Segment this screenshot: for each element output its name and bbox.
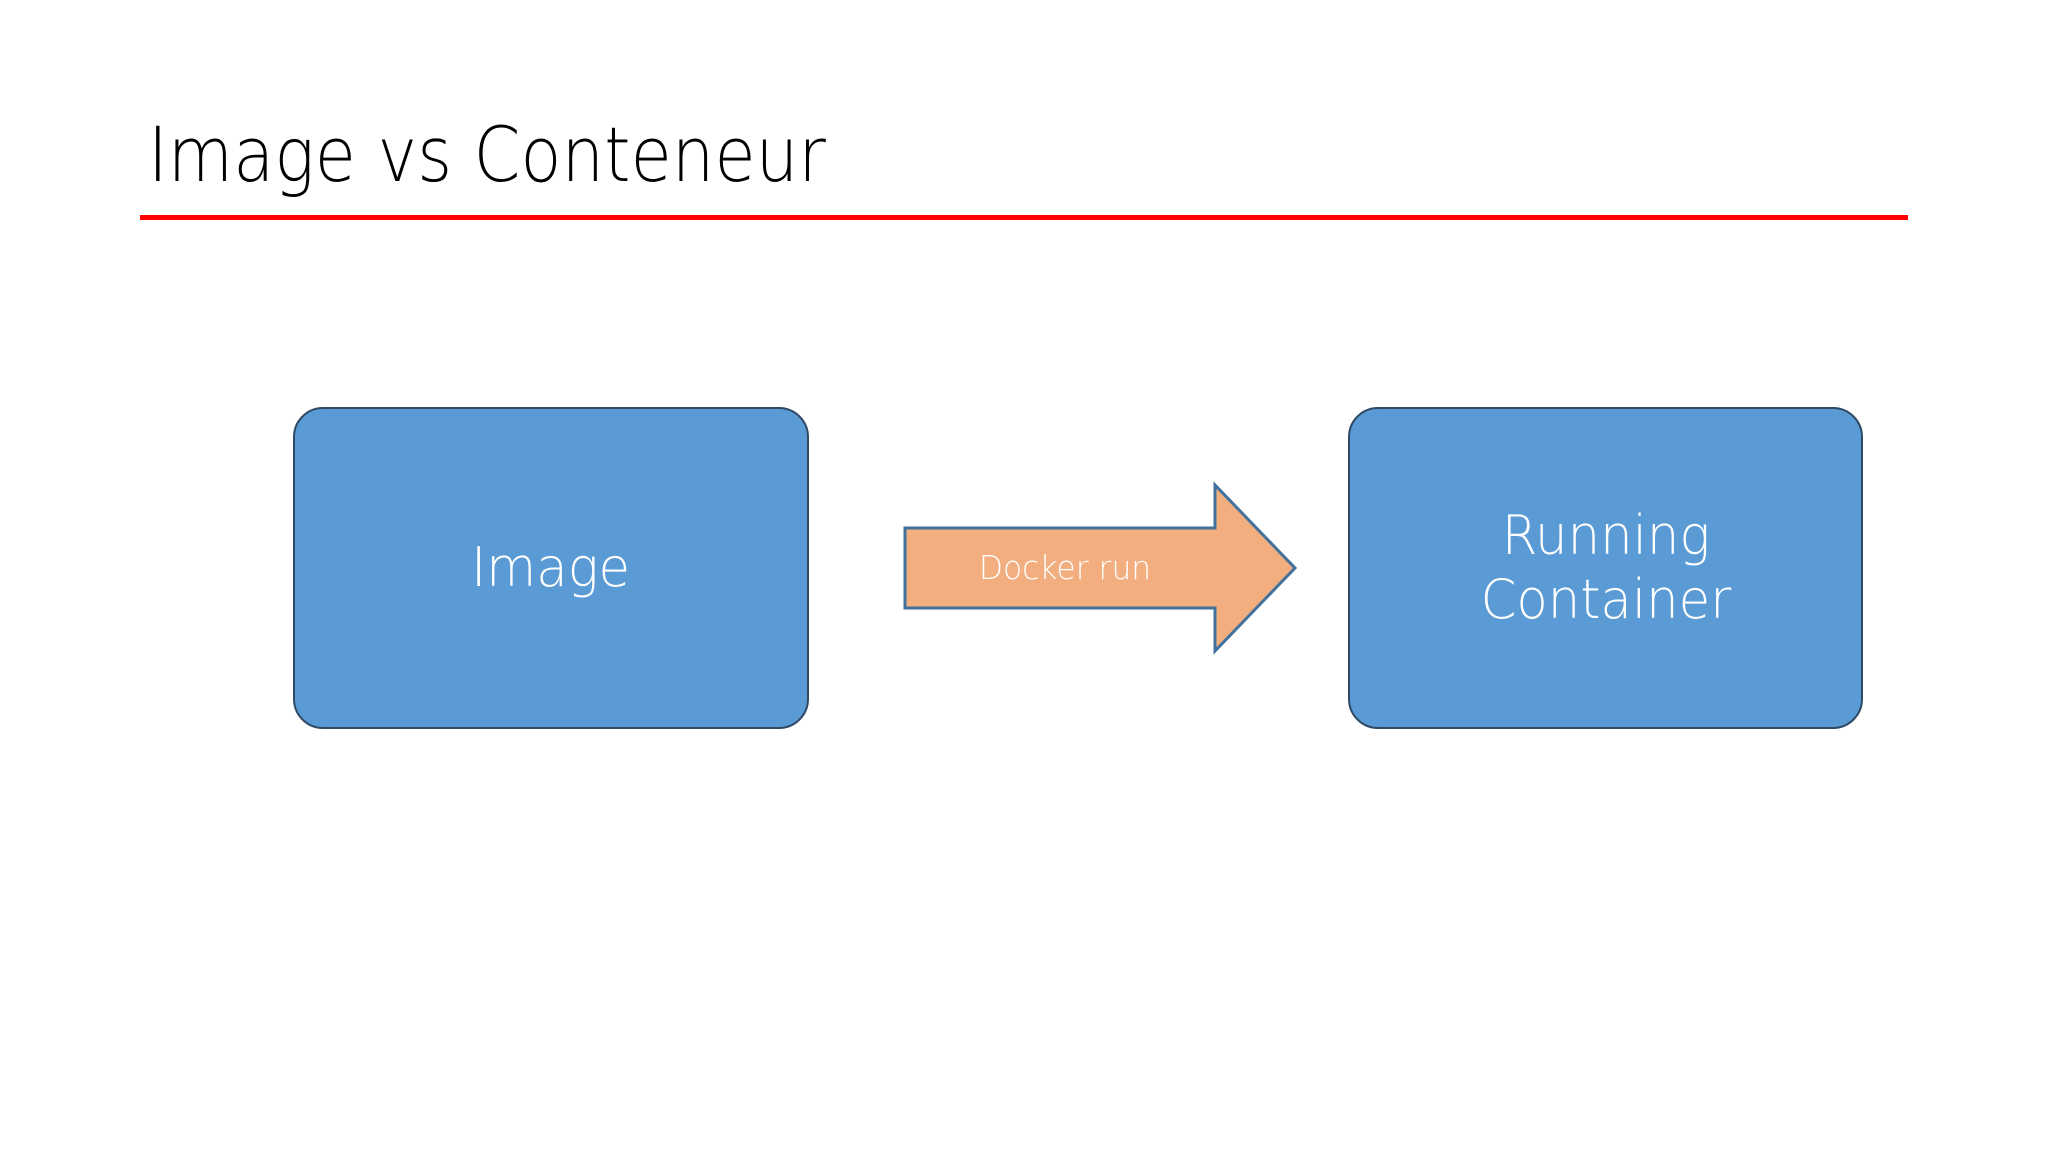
diagram-connector-docker-run[interactable]: Docker run xyxy=(900,478,1300,658)
right-arrow-icon xyxy=(903,481,1298,655)
diagram-node-image[interactable]: Image xyxy=(293,407,809,729)
diagram-node-image-label: Image xyxy=(471,536,631,600)
diagram-connector-label: Docker run xyxy=(978,548,1152,587)
title-underline-rule xyxy=(140,215,1908,220)
page-title: Image vs Conteneur xyxy=(148,110,827,199)
diagram-node-running-container-label: Running Container xyxy=(1480,504,1731,631)
diagram-node-running-container[interactable]: Running Container xyxy=(1348,407,1863,729)
